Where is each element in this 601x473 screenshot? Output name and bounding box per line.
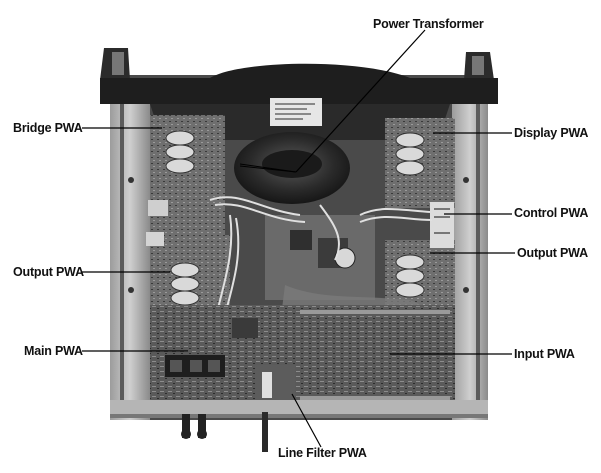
power-cord bbox=[262, 412, 268, 452]
label-control-pwa: Control PWA bbox=[514, 206, 589, 220]
line-filter-board bbox=[255, 365, 295, 405]
label-output-pwa-left: Output PWA bbox=[13, 265, 84, 279]
left-heatsink-coils bbox=[165, 130, 200, 306]
label-display-pwa: Display PWA bbox=[514, 126, 589, 140]
label-main-pwa: Main PWA bbox=[24, 344, 83, 358]
right-side-rail bbox=[452, 80, 488, 420]
label-bridge-pwa: Bridge PWA bbox=[13, 121, 83, 135]
label-power-transformer: Power Transformer bbox=[373, 17, 484, 31]
label-output-pwa-right: Output PWA bbox=[517, 246, 588, 260]
left-side-rail bbox=[110, 80, 150, 420]
input-board bbox=[295, 305, 455, 405]
transformer-sticker bbox=[270, 98, 322, 126]
front-knobs bbox=[181, 414, 207, 439]
leader-power-transformer bbox=[295, 29, 426, 173]
transformer-cover bbox=[100, 63, 498, 104]
leader-line-filter-pwa bbox=[291, 393, 322, 448]
right-heatsink-coils bbox=[395, 132, 425, 298]
label-input-pwa: Input PWA bbox=[514, 347, 575, 361]
label-line-filter-pwa: Line Filter PWA bbox=[278, 446, 367, 460]
